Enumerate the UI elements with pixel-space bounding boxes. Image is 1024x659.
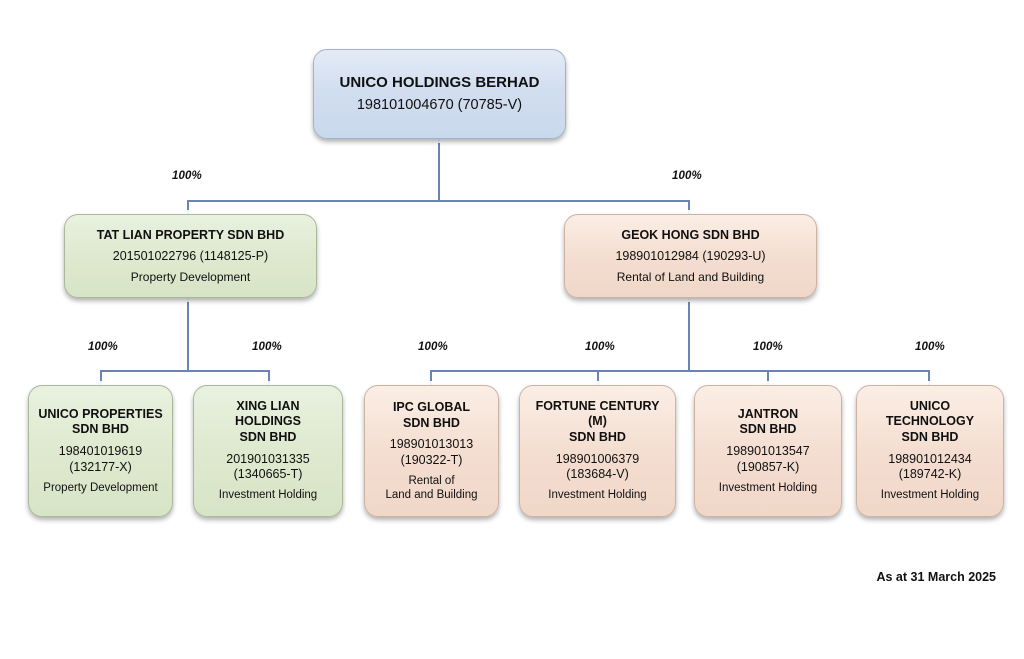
as-at-date: As at 31 March 2025 (876, 570, 996, 584)
ownership-label-unico-technology: 100% (915, 341, 945, 353)
node-name-line2: SDN BHD (569, 429, 626, 444)
connector-tat-lian-trunk (187, 297, 189, 372)
ownership-label-unico-properties: 100% (88, 341, 118, 353)
node-unico-properties[interactable]: UNICO PROPERTIES SDN BHD 198401019619 (1… (28, 385, 173, 517)
node-activity-line1: Investment Holding (718, 481, 818, 494)
node-unico-technology[interactable]: UNICO TECHNOLOGY SDN BHD 198901012434 (1… (856, 385, 1004, 517)
node-tat-lian-property[interactable]: TAT LIAN PROPERTY SDN BHD 201501022796 (… (64, 214, 317, 298)
connector-drop-ipc-global (430, 370, 432, 385)
node-xing-lian-holdings[interactable]: XING LIAN HOLDINGS SDN BHD 201901031335 … (193, 385, 343, 517)
node-registration-line1: 198901006379 (555, 451, 640, 466)
connector-tier3-peach-bus (430, 370, 928, 372)
node-name-line2: SDN BHD (901, 429, 959, 444)
node-registration: 198901012984 (190293-U) (615, 248, 766, 263)
ownership-label-tat-lian: 100% (172, 170, 202, 182)
node-registration-line2: (189742-K) (898, 467, 962, 482)
node-registration-line1: 198901013013 (389, 437, 474, 452)
node-registration-line1: 198401019619 (58, 444, 143, 459)
node-jantron[interactable]: JANTRON SDN BHD 198901013547 (190857-K) … (694, 385, 842, 517)
node-name-line1: XING LIAN HOLDINGS (235, 399, 301, 429)
connector-tier2-bus (187, 200, 690, 202)
connector-drop-geok-hong (688, 200, 690, 215)
node-activity: Property Development (130, 269, 251, 284)
node-name-line1: UNICO PROPERTIES (38, 406, 163, 421)
node-activity-line1: Property Development (43, 481, 158, 494)
node-name-line1: FORTUNE CENTURY (M) (535, 399, 660, 429)
node-name-line2: SDN BHD (739, 422, 797, 437)
ownership-label-geok-hong: 100% (672, 170, 702, 182)
node-registration-line2: (190857-K) (736, 459, 800, 474)
connector-drop-unico-technology (928, 370, 930, 385)
node-ipc-global[interactable]: IPC GLOBAL SDN BHD 198901013013 (190322-… (364, 385, 499, 517)
node-name: GEOK HONG SDN BHD (621, 228, 760, 243)
ownership-label-fortune-century: 100% (585, 341, 615, 353)
node-name-line1: JANTRON (737, 406, 799, 421)
connector-drop-tat-lian (187, 200, 189, 215)
node-name-line2: SDN BHD (403, 415, 460, 430)
connector-drop-unico-properties (100, 370, 102, 385)
node-registration: 201501022796 (1148125-P) (112, 248, 269, 263)
node-registration-line2: (190322-T) (400, 453, 463, 468)
node-fortune-century[interactable]: FORTUNE CENTURY (M) SDN BHD 198901006379… (519, 385, 676, 517)
node-activity: Rental of Land and Building (616, 269, 765, 284)
node-name-line2: SDN BHD (72, 422, 129, 437)
node-registration-line2: (132177-X) (69, 459, 132, 474)
node-registration: 198101004670 (70785-V) (356, 96, 523, 113)
node-activity-line2: Land and Building (385, 488, 478, 501)
node-activity-line1: Investment Holding (548, 489, 647, 502)
connector-drop-xing-lian (268, 370, 270, 385)
node-name: TAT LIAN PROPERTY SDN BHD (96, 228, 285, 243)
ownership-label-xing-lian: 100% (252, 341, 282, 353)
node-registration-line1: 198901013547 (726, 444, 810, 459)
connector-drop-jantron (767, 370, 769, 385)
node-name: UNICO HOLDINGS BERHAD (339, 74, 540, 92)
connector-parent-trunk (438, 138, 440, 201)
ownership-label-ipc-global: 100% (418, 341, 448, 353)
node-registration-line2: (1340665-T) (233, 467, 303, 482)
node-name-line1: UNICO TECHNOLOGY (885, 399, 975, 429)
connector-drop-fortune-century (597, 370, 599, 385)
node-registration-line1: 198901012434 (888, 451, 972, 466)
connector-geok-hong-trunk (688, 297, 690, 372)
connector-tier3-green-bus (100, 370, 270, 372)
node-registration-line2: (183684-V) (566, 467, 629, 482)
node-activity-line1: Investment Holding (880, 489, 980, 502)
node-name-line1: IPC GLOBAL (392, 399, 471, 414)
ownership-label-jantron: 100% (753, 341, 783, 353)
node-registration-line1: 201901031335 (226, 451, 310, 466)
node-activity-line1: Investment Holding (218, 489, 318, 502)
node-unico-holdings-berhad[interactable]: UNICO HOLDINGS BERHAD 198101004670 (7078… (313, 49, 566, 139)
node-name-line2: SDN BHD (239, 429, 297, 444)
node-geok-hong[interactable]: GEOK HONG SDN BHD 198901012984 (190293-U… (564, 214, 817, 298)
node-activity-line1: Rental of (408, 474, 455, 487)
